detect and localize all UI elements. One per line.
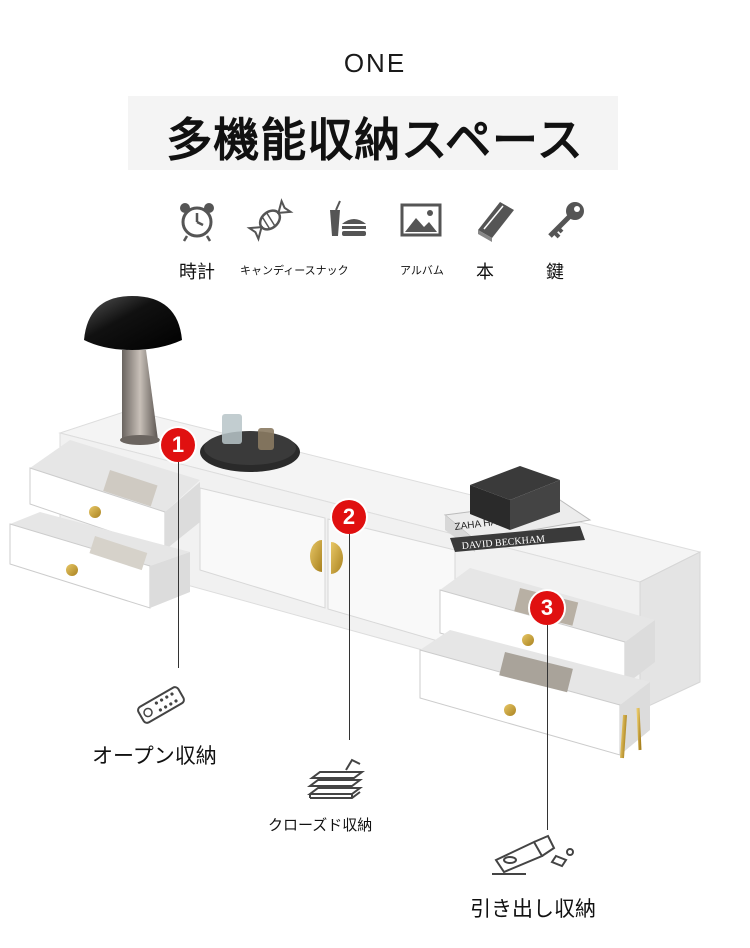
leader-line-1 (178, 462, 179, 668)
feature-label-clock: 時計 (179, 262, 215, 283)
callout-badge-1: 1 (161, 428, 195, 462)
cosmetics-icon (492, 834, 574, 875)
book-icon (470, 196, 520, 244)
feature-label-album: アルバム (400, 264, 444, 277)
title-background (128, 96, 618, 170)
eyebrow-text: ONE (343, 48, 407, 78)
candy-icon (245, 196, 295, 244)
callout-badge-2: 2 (332, 500, 366, 534)
tv-cabinet-illustration: ZAHA HADID DAVID BECKHAM (9, 296, 702, 759)
remote-control-icon (137, 686, 185, 724)
folded-clothes-icon (307, 758, 365, 799)
key-icon (542, 196, 592, 244)
feature-label-candy: キャンディースナック (240, 264, 349, 277)
feature-label-book: 本 (476, 262, 494, 283)
leader-line-3 (547, 625, 548, 830)
storage-label-closed: クローズド収納 (268, 816, 373, 834)
burger-drink-icon (322, 196, 372, 244)
photo-album-icon (396, 196, 446, 244)
alarm-clock-icon (172, 196, 222, 244)
storage-label-drawer: 引き出し収納 (470, 897, 596, 921)
leader-line-2 (349, 534, 350, 740)
callout-badge-3: 3 (530, 591, 564, 625)
storage-label-open: オープン収納 (92, 744, 217, 768)
feature-label-key: 鍵 (546, 262, 564, 283)
page-title: 多機能収納スペース (166, 113, 584, 167)
